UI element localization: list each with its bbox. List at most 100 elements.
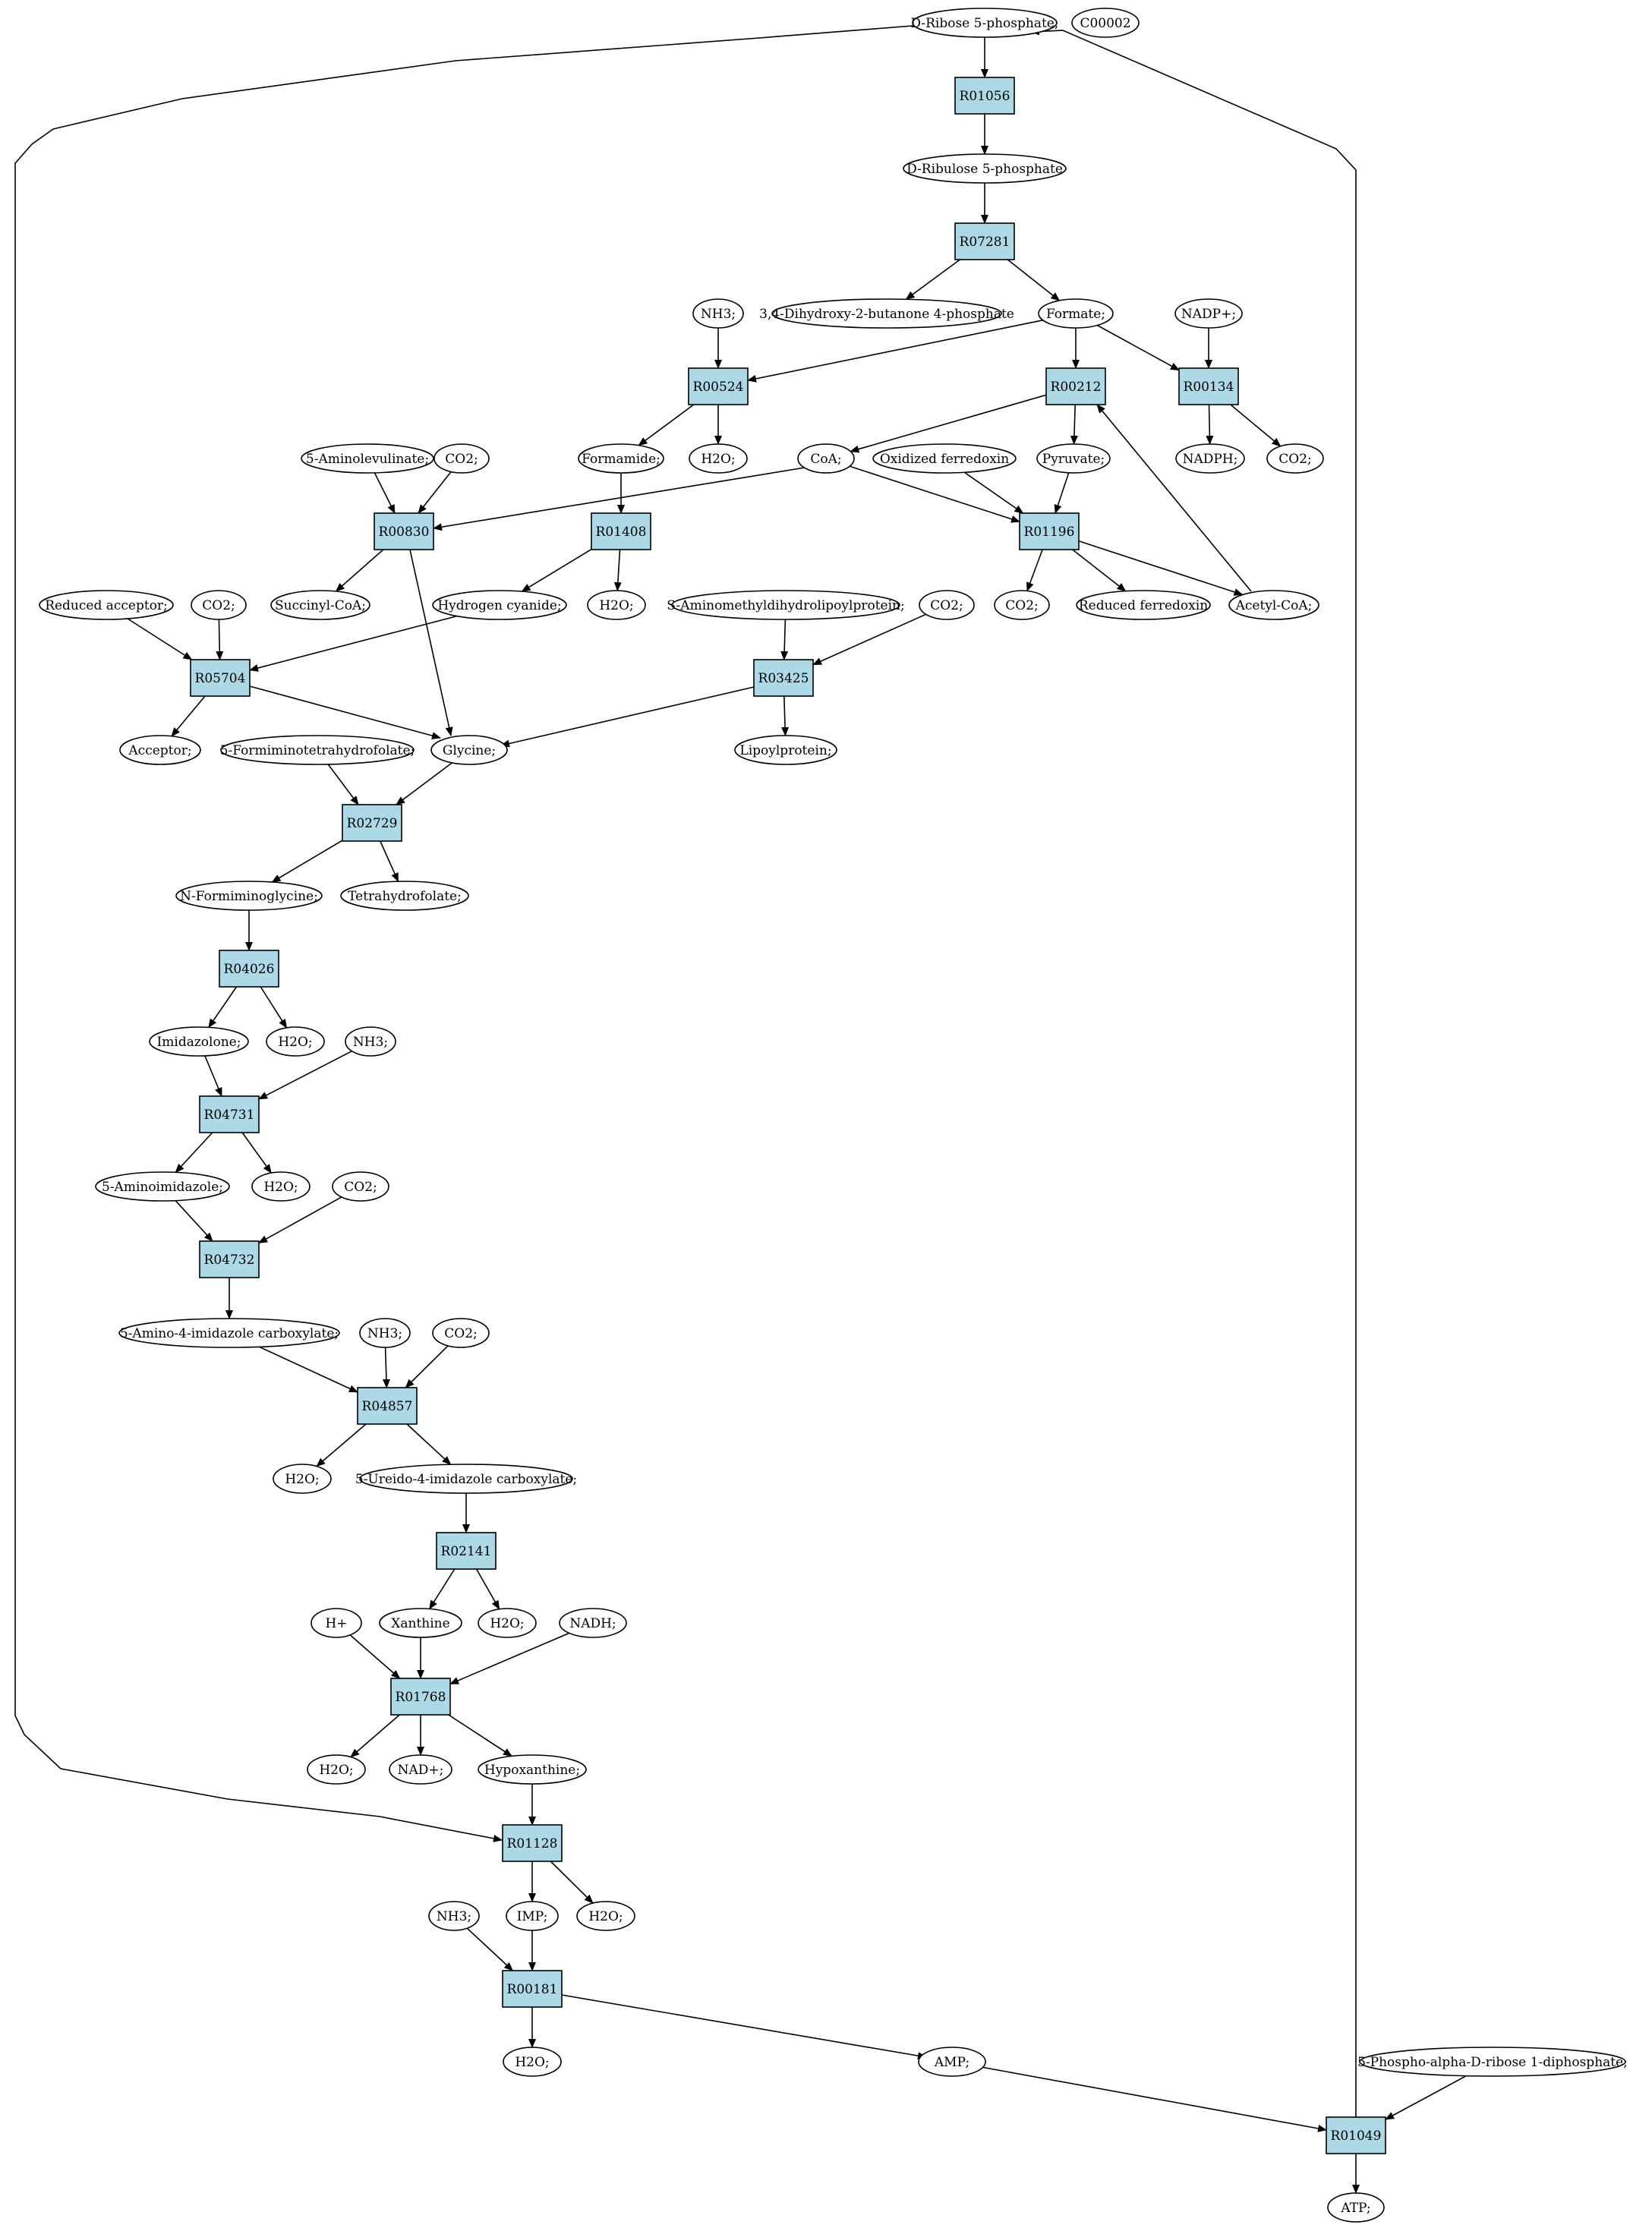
node-label: CoA; bbox=[810, 452, 841, 467]
reaction-node-R03425[interactable]: R03425 bbox=[753, 659, 814, 697]
compound-node-hcn[interactable]: Hydrogen cyanide; bbox=[432, 590, 567, 620]
compound-node-pyruvate[interactable]: Pyruvate; bbox=[1036, 443, 1111, 474]
compound-node-h2o_1[interactable]: H2O; bbox=[689, 443, 748, 474]
reaction-node-R00524[interactable]: R00524 bbox=[688, 367, 749, 405]
edge-R00181-to-amp bbox=[561, 1994, 927, 2060]
reaction-box bbox=[591, 512, 651, 550]
compound-node-amdhlp[interactable]: S-Aminomethyldihydrolipoylprotein; bbox=[667, 590, 905, 620]
reaction-node-R04732[interactable]: R04732 bbox=[199, 1240, 260, 1278]
compound-node-co2_5[interactable]: CO2; bbox=[994, 590, 1050, 620]
node-label: R02141 bbox=[441, 1544, 492, 1559]
compound-node-aic[interactable]: 5-Amino-4-imidazole carboxylate; bbox=[118, 1318, 340, 1348]
compound-node-hypoxanthine[interactable]: Hypoxanthine; bbox=[478, 1754, 587, 1785]
reaction-node-R05704[interactable]: R05704 bbox=[190, 659, 251, 697]
reaction-node-R00212[interactable]: R00212 bbox=[1045, 367, 1106, 405]
node-label: R01049 bbox=[1331, 2129, 1382, 2144]
compound-node-formamide[interactable]: Formamide; bbox=[578, 443, 664, 474]
edge-oxfd-to-R01196 bbox=[963, 471, 1024, 514]
reaction-node-R01049[interactable]: R01049 bbox=[1326, 2116, 1386, 2154]
compound-ellipse bbox=[430, 735, 508, 765]
compound-node-oxfd[interactable]: Oxidized ferredoxin bbox=[872, 443, 1017, 474]
compound-node-co2_6[interactable]: CO2; bbox=[332, 1171, 389, 1202]
compound-node-coa[interactable]: CoA; bbox=[797, 443, 855, 474]
edge-R02141-to-xanthine bbox=[429, 1568, 456, 1610]
compound-ellipse bbox=[578, 443, 664, 474]
node-label: H2O; bbox=[263, 1180, 298, 1195]
reaction-node-R00134[interactable]: R00134 bbox=[1178, 367, 1239, 405]
compound-node-co2_2[interactable]: CO2; bbox=[1266, 443, 1324, 474]
compound-node-lipoylprotein[interactable]: Lipoylprotein; bbox=[734, 735, 837, 765]
node-label: H2O; bbox=[515, 2055, 549, 2070]
compound-node-ribulose5p[interactable]: D-Ribulose 5-phosphate bbox=[903, 153, 1067, 184]
compound-node-atp[interactable]: ATP; bbox=[1327, 2192, 1385, 2223]
compound-node-glycine[interactable]: Glycine; bbox=[430, 735, 508, 765]
compound-node-imidazolone[interactable]: Imidazolone; bbox=[149, 1026, 249, 1057]
reaction-node-R00830[interactable]: R00830 bbox=[374, 512, 434, 550]
compound-node-nadph[interactable]: NADPH; bbox=[1175, 443, 1245, 474]
compound-node-xanthine[interactable]: Xanthine bbox=[379, 1608, 462, 1638]
reaction-box bbox=[190, 659, 251, 697]
compound-node-ribose5p[interactable]: D-Ribose 5-phosphate; bbox=[910, 8, 1059, 38]
compound-node-amp[interactable]: AMP; bbox=[918, 2047, 986, 2077]
compound-node-h2o_8[interactable]: H2O; bbox=[576, 1901, 635, 1931]
node-label: CO2; bbox=[344, 1180, 377, 1195]
compound-node-h2o_5[interactable]: H2O; bbox=[273, 1464, 332, 1494]
compound-node-formate[interactable]: Formate; bbox=[1038, 298, 1114, 329]
compound-node-c00002[interactable]: C00002 bbox=[1071, 8, 1140, 38]
compound-node-nadp[interactable]: NADP+; bbox=[1174, 298, 1243, 329]
compound-node-co2_3[interactable]: CO2; bbox=[191, 590, 247, 620]
compound-ellipse bbox=[506, 1901, 559, 1931]
reaction-node-R04857[interactable]: R04857 bbox=[357, 1387, 418, 1425]
node-label: Oxidized ferredoxin bbox=[880, 452, 1009, 467]
compound-node-nformimglycine[interactable]: N-Formiminoglycine; bbox=[175, 881, 323, 911]
reaction-node-R00181[interactable]: R00181 bbox=[502, 1970, 563, 2008]
reaction-node-R02141[interactable]: R02141 bbox=[436, 1532, 497, 1570]
reaction-node-R04731[interactable]: R04731 bbox=[199, 1095, 260, 1133]
reaction-node-R01768[interactable]: R01768 bbox=[390, 1678, 451, 1716]
compound-node-nadplus[interactable]: NAD+; bbox=[389, 1754, 452, 1785]
compound-node-co2_7[interactable]: CO2; bbox=[432, 1318, 490, 1348]
compound-node-nh3_1[interactable]: NH3; bbox=[692, 298, 744, 329]
compound-node-succcoa[interactable]: Succinyl-CoA; bbox=[270, 590, 370, 620]
compound-node-h2o_2[interactable]: H2O; bbox=[587, 590, 646, 620]
reaction-node-R01196[interactable]: R01196 bbox=[1019, 512, 1080, 550]
compound-node-dihydroxybutanone[interactable]: 3,4-Dihydroxy-2-butanone 4-phosphate bbox=[759, 298, 1014, 329]
reaction-node-R02729[interactable]: R02729 bbox=[342, 804, 402, 842]
reaction-node-R01056[interactable]: R01056 bbox=[954, 77, 1015, 115]
reaction-node-R04026[interactable]: R04026 bbox=[219, 950, 279, 988]
compound-node-thf[interactable]: Tetrahydrofolate; bbox=[340, 881, 469, 911]
compound-node-nh3_2[interactable]: NH3; bbox=[345, 1026, 396, 1057]
compound-node-h2o_6[interactable]: H2O; bbox=[478, 1608, 537, 1638]
compound-ellipse bbox=[379, 1608, 462, 1638]
compound-node-aminolevulinate[interactable]: 5-Aminolevulinate; bbox=[301, 443, 434, 474]
node-label: Hypoxanthine; bbox=[484, 1763, 580, 1778]
edge-coa-to-R00830 bbox=[433, 467, 806, 531]
compound-node-redacc[interactable]: Reduced acceptor; bbox=[39, 590, 174, 620]
compound-node-h2o_3[interactable]: H2O; bbox=[266, 1026, 325, 1057]
compound-node-h2o_4[interactable]: H2O; bbox=[251, 1171, 311, 1202]
compound-node-nh3_3[interactable]: NH3; bbox=[359, 1318, 411, 1348]
compound-node-prpp[interactable]: 5-Phospho-alpha-D-ribose 1-diphosphate; bbox=[1357, 2047, 1628, 2077]
compound-node-nadh[interactable]: NADH; bbox=[559, 1608, 627, 1638]
compound-node-redfd[interactable]: Reduced ferredoxin bbox=[1076, 590, 1211, 620]
compound-node-co2_4[interactable]: CO2; bbox=[919, 590, 975, 620]
edge-R02729-to-thf bbox=[380, 840, 399, 883]
edge-fthf-to-R02729 bbox=[327, 764, 359, 805]
compound-node-aminoimidazole[interactable]: 5-Aminoimidazole; bbox=[95, 1171, 230, 1202]
compound-node-co2_1[interactable]: CO2; bbox=[433, 443, 490, 474]
compound-node-h2o_7[interactable]: H2O; bbox=[307, 1754, 366, 1785]
compound-node-hplus[interactable]: H+ bbox=[311, 1608, 362, 1638]
node-label: NADP+; bbox=[1181, 307, 1236, 322]
compound-node-acetylcoa[interactable]: Acetyl-CoA; bbox=[1228, 590, 1319, 620]
reaction-node-R01128[interactable]: R01128 bbox=[502, 1824, 563, 1862]
compound-node-imp[interactable]: IMP; bbox=[506, 1901, 559, 1931]
compound-node-nh3_4[interactable]: NH3; bbox=[428, 1901, 480, 1931]
node-label: Tetrahydrofolate; bbox=[348, 889, 462, 904]
compound-node-acceptor[interactable]: Acceptor; bbox=[119, 735, 201, 765]
edge-R00830-to-succcoa bbox=[335, 549, 384, 592]
reaction-node-R01408[interactable]: R01408 bbox=[591, 512, 651, 550]
compound-node-uic[interactable]: 5-Ureido-4-imidazole carboxylate; bbox=[355, 1464, 577, 1494]
compound-node-h2o_9[interactable]: H2O; bbox=[503, 2047, 562, 2077]
compound-node-fthf[interactable]: 5-Formiminotetrahydrofolate; bbox=[220, 735, 415, 765]
reaction-node-R07281[interactable]: R07281 bbox=[954, 222, 1015, 260]
